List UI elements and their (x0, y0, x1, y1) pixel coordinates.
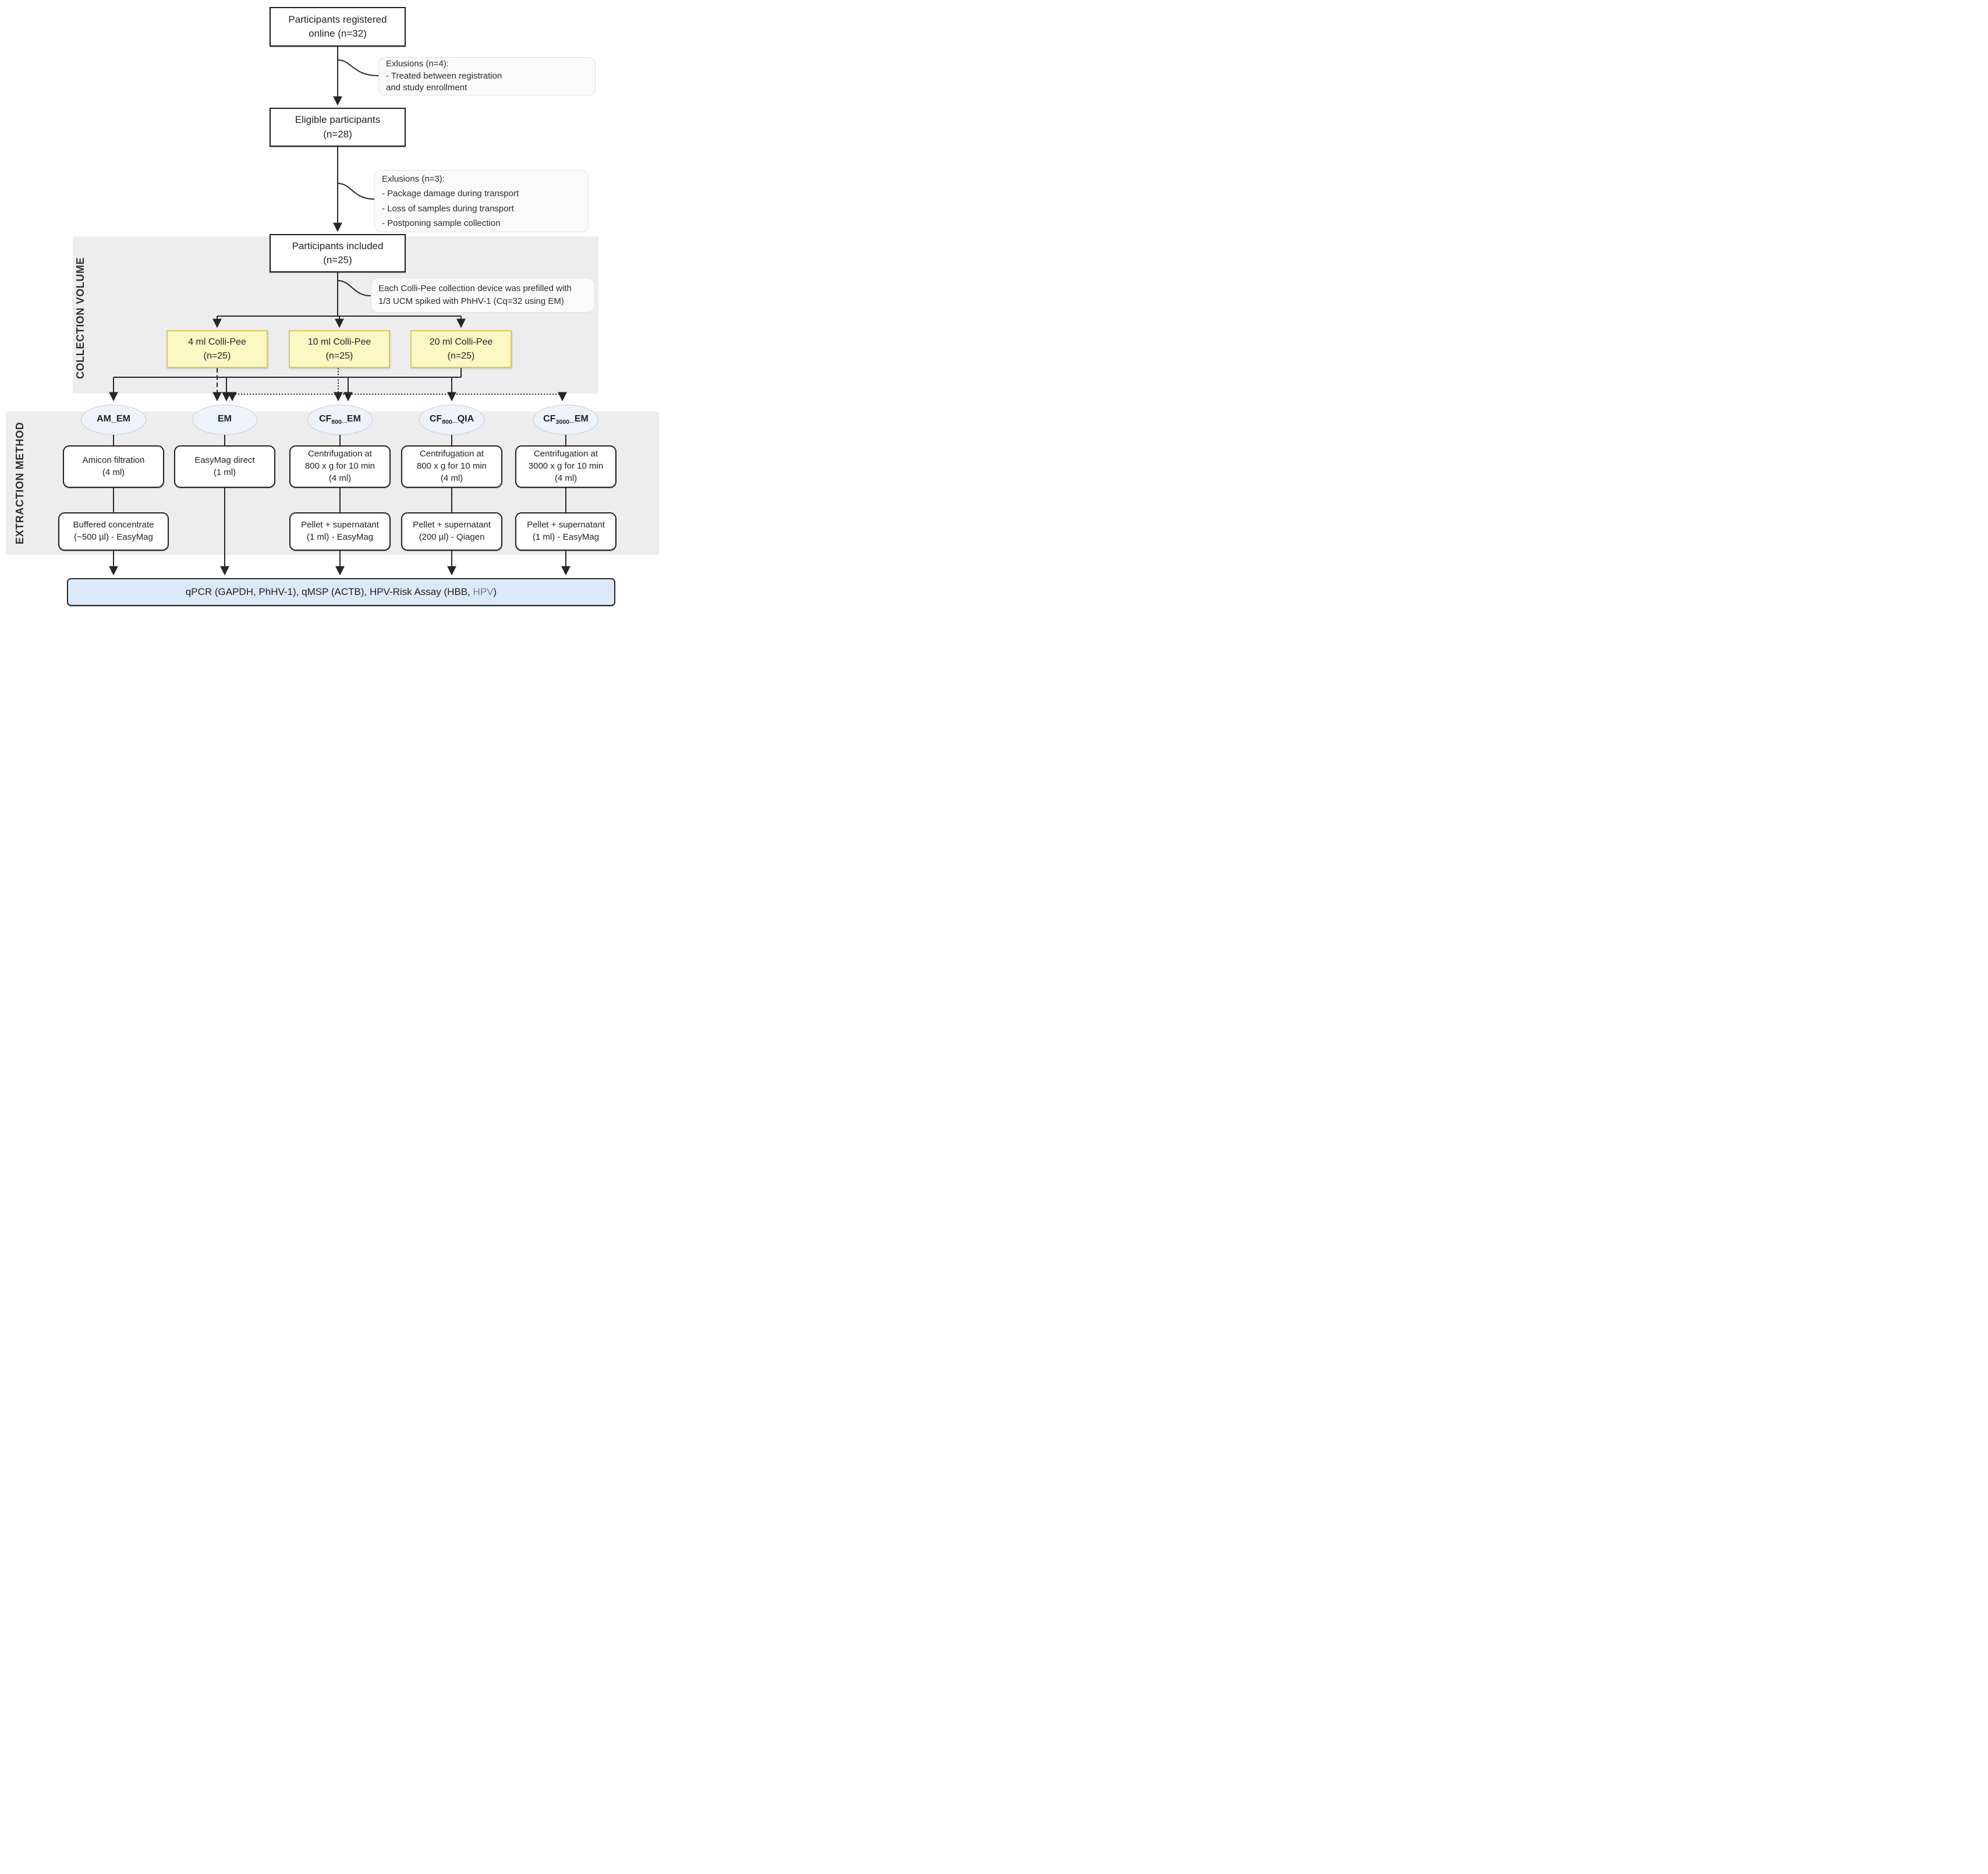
ellipse-cf3000-em-label: CF3000_EM (543, 413, 589, 426)
box-4ml-colli-pee: 4 ml Colli-Pee (n=25) (166, 330, 268, 368)
curve-to-exclusions-2 (337, 183, 375, 200)
box-buffered-concentrate: Buffered concentrate (~500 µl) - EasyMag (58, 512, 169, 551)
box-20ml-colli-pee: 20 ml Colli-Pee (n=25) (410, 330, 512, 368)
box-final-assays: qPCR (GAPDH, PhHV-1), qMSP (ACTB), HPV-R… (67, 578, 615, 606)
hpv-highlight: HPV (473, 586, 494, 597)
ellipse-cf800-qia: CF800_QIA (419, 405, 484, 435)
extraction-method-label: EXTRACTION METHOD (14, 421, 26, 545)
ellipse-cf800-em-label: CF800_EM (319, 413, 361, 426)
box-participants-registered: Participants registered online (n=32) (270, 7, 406, 47)
box-eligible-participants: Eligible participants (n=28) (270, 108, 406, 147)
final-assays-text: qPCR (GAPDH, PhHV-1), qMSP (ACTB), HPV-R… (185, 586, 497, 597)
box-centrifugation-3000-em: Centrifugation at 3000 x g for 10 min (4… (515, 445, 616, 488)
box-centrifugation-800-qia: Centrifugation at 800 x g for 10 min (4 … (401, 445, 502, 488)
curve-to-exclusions-1 (337, 59, 379, 76)
ellipse-cf3000-em: CF3000_EM (533, 405, 598, 435)
box-centrifugation-800-em: Centrifugation at 800 x g for 10 min (4 … (289, 445, 391, 488)
box-10ml-colli-pee: 10 ml Colli-Pee (n=25) (289, 330, 390, 368)
box-participants-included: Participants included (n=25) (270, 234, 406, 272)
ellipse-cf800-qia-label: CF800_QIA (429, 413, 474, 426)
ellipse-am-em-label: AM_EM (97, 413, 130, 424)
ellipse-cf800-em: CF800_EM (307, 405, 373, 435)
flow-diagram: COLLECTION VOLUME EXTRACTION METHOD Part… (0, 0, 662, 625)
ellipse-em: EM (192, 405, 257, 435)
exclusions-note-2: Exlusions (n=3): - Package damage during… (374, 170, 589, 232)
box-pellet-supernatant-easymag-1: Pellet + supernatant (1 ml) - EasyMag (289, 512, 391, 551)
box-easymag-direct: EasyMag direct (1 ml) (174, 445, 275, 488)
box-amicon-filtration: Amicon filtration (4 ml) (63, 445, 164, 488)
ellipse-em-label: EM (218, 413, 232, 424)
box-pellet-supernatant-easymag-2: Pellet + supernatant (1 ml) - EasyMag (515, 512, 616, 551)
collection-volume-label: COLLECTION VOLUME (75, 257, 86, 379)
box-pellet-supernatant-qiagen: Pellet + supernatant (200 µl) - Qiagen (401, 512, 502, 551)
exclusions-note-1: Exlusions (n=4): - Treated between regis… (378, 57, 596, 95)
curve-to-prefill-note (337, 280, 371, 296)
ellipse-am-em: AM_EM (81, 405, 146, 435)
prefill-note: Each Colli-Pee collection device was pre… (371, 278, 595, 313)
